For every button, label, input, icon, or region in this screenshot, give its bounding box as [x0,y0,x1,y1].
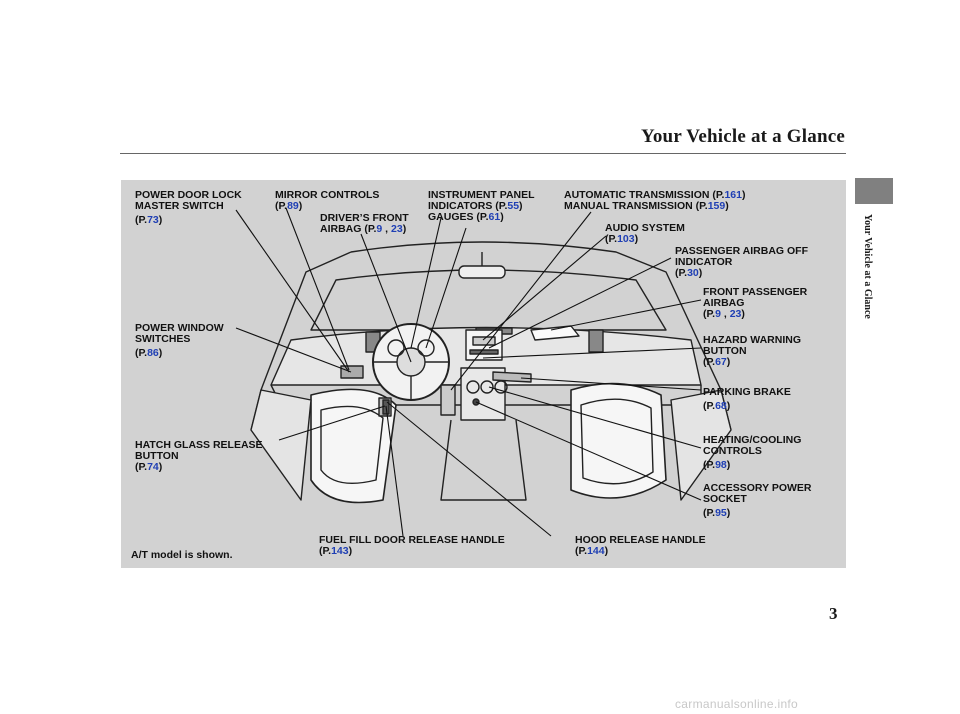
leader-parking-brake [520,377,702,391]
right-vent [588,329,604,353]
driver-seat [310,388,397,504]
leader-hood [386,401,552,537]
page-ref-89: 89 [287,200,299,212]
label-heating-cooling[interactable]: HEATING/COOLING CONTROLS (P.98) [703,434,802,471]
label-power-door-lock[interactable]: POWER DOOR LOCK MASTER SWITCH (P.73) [135,189,242,226]
leader-heating [488,386,702,449]
leader-front-passenger-airbag [550,299,702,331]
label-power-window[interactable]: POWER WINDOW SWITCHES (P.86) [135,322,224,359]
title-rule [120,153,846,154]
leader-transmission [450,211,592,391]
climate-knob-1 [466,380,480,394]
leader-accessory [475,401,702,501]
gauge-left [387,339,405,357]
leader-mirror-controls [285,207,350,371]
page-title: Your Vehicle at a Glance [641,126,845,147]
label-mirror-controls[interactable]: MIRROR CONTROLS (P.89) [275,189,380,212]
page-ref-73: 73 [147,214,159,226]
leader-passenger-airbag-off [488,257,672,349]
label-hatch-glass[interactable]: HATCH GLASS RELEASE BUTTON (P.74) [135,439,263,473]
leader-audio [482,235,607,341]
leader-hazard [482,347,702,359]
left-door-panel [250,389,312,501]
parking-brake-lever [492,371,532,383]
gauge-right [417,339,435,357]
label-accessory-socket[interactable]: ACCESSORY POWER SOCKET (P.95) [703,482,812,519]
leader-power-door-lock [235,209,350,373]
label-hazard-warning[interactable]: HAZARD WARNING BUTTON (P.67) [703,334,801,368]
model-note: A/T model is shown. [131,549,233,561]
interior-illustration [235,207,732,537]
windshield-outline [310,269,667,331]
section-tab[interactable] [855,178,893,204]
leader-fuel-fill [385,405,404,537]
leader-gauges [425,227,467,349]
rear-view-mirror [458,265,506,279]
label-fuel-fill-door[interactable]: FUEL FILL DOOR RELEASE HANDLE (P.143) [319,534,505,557]
section-tab-label: Your Vehicle at a Glance [862,214,873,319]
leader-instrument-indicators [410,217,442,349]
label-front-passenger-airbag[interactable]: FRONT PASSENGER AIRBAG (P.9 , 23) [703,286,808,320]
label-audio-system[interactable]: AUDIO SYSTEM (P.103) [605,222,685,245]
label-drivers-airbag[interactable]: DRIVER’S FRONT AIRBAG (P.9 , 23) [320,212,409,235]
label-parking-brake[interactable]: PARKING BRAKE (P.68) [703,386,791,412]
leader-power-window [235,327,352,373]
right-door-panel [670,389,732,501]
watermark-footer: carmanualsonline.info [675,697,799,711]
gear-shifter [440,384,456,416]
climate-knob-2 [480,380,494,394]
leader-hatch-glass [278,405,386,441]
leader-drivers-airbag [360,233,412,363]
label-instrument-panel[interactable]: INSTRUMENT PANEL INDICATORS (P.55) GAUGE… [428,189,535,223]
page-number: 3 [829,604,838,623]
vehicle-diagram-panel: POWER DOOR LOCK MASTER SWITCH (P.73) MIR… [121,180,846,568]
label-hood-release[interactable]: HOOD RELEASE HANDLE (P.144) [575,534,706,557]
label-passenger-airbag-off[interactable]: PASSENGER AIRBAG OFF INDICATOR (P.30) [675,245,809,279]
floor-tunnel [440,419,527,501]
window-switch-panel [340,365,364,379]
label-transmission[interactable]: AUTOMATIC TRANSMISSION (P.161) MANUAL TR… [564,189,746,212]
passenger-airbag-lid [530,325,580,341]
